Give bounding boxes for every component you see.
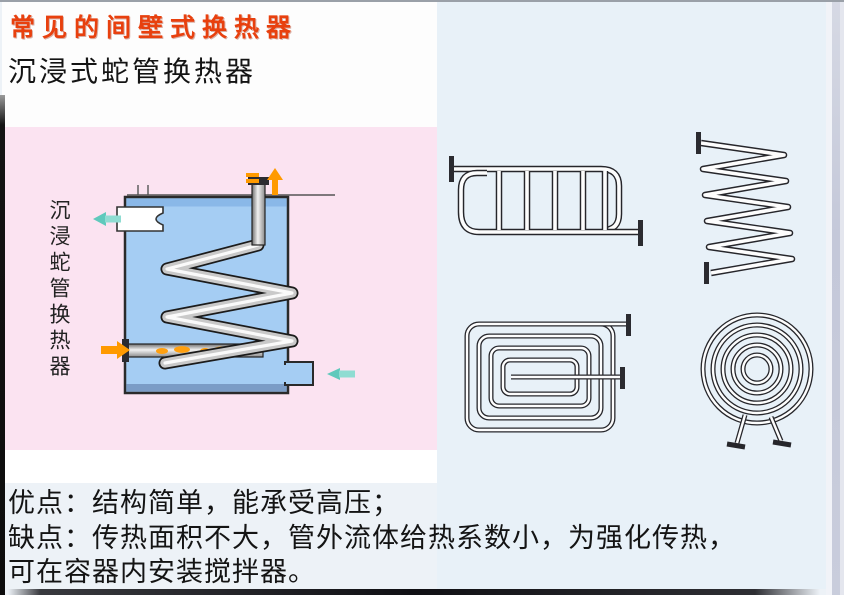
overflow-box xyxy=(116,206,164,232)
helical-coil xyxy=(696,132,796,284)
right-edge-highlight xyxy=(840,0,844,595)
tank-outlet-stub xyxy=(284,361,314,386)
right-arrow xyxy=(101,341,130,359)
title-area-bg xyxy=(2,2,437,127)
serpentine-coil xyxy=(449,156,643,246)
divider-strip xyxy=(5,450,437,483)
page-title: 常见的间壁式换热器 xyxy=(10,14,299,42)
note-disadvantage-2: 可在容器内安装搅拌器。 xyxy=(8,557,316,587)
top-border xyxy=(0,0,844,2)
left-arrow-stub xyxy=(327,368,355,380)
diagram-panel: 沉浸蛇管换热器 xyxy=(5,127,437,450)
note-disadvantage-1: 缺点：传热面积不大，管外流体给热系数小，为强化传热， xyxy=(8,522,736,553)
notes: 优点：结构简单，能承受高压； 缺点：传热面积不大，管外流体给热系数小，为强化传热… xyxy=(8,486,832,590)
rectangular-spiral-coil xyxy=(464,314,631,433)
page-subtitle: 沉浸式蛇管换热器 xyxy=(8,57,257,88)
right-panel-bg xyxy=(437,2,826,589)
right-edge-strip xyxy=(826,0,832,595)
left-border xyxy=(0,95,5,595)
flat-spiral-coil xyxy=(700,312,814,450)
immersed-coil-tank-diagram xyxy=(93,168,355,395)
right-edge-shadow xyxy=(832,0,840,595)
up-arrow xyxy=(246,168,283,195)
diagram-vertical-label: 沉浸蛇管换热器 xyxy=(47,199,71,381)
left-arrow-overflow xyxy=(93,212,121,226)
note-advantage: 优点：结构简单，能承受高压； xyxy=(8,488,400,518)
bottom-border xyxy=(8,589,820,595)
